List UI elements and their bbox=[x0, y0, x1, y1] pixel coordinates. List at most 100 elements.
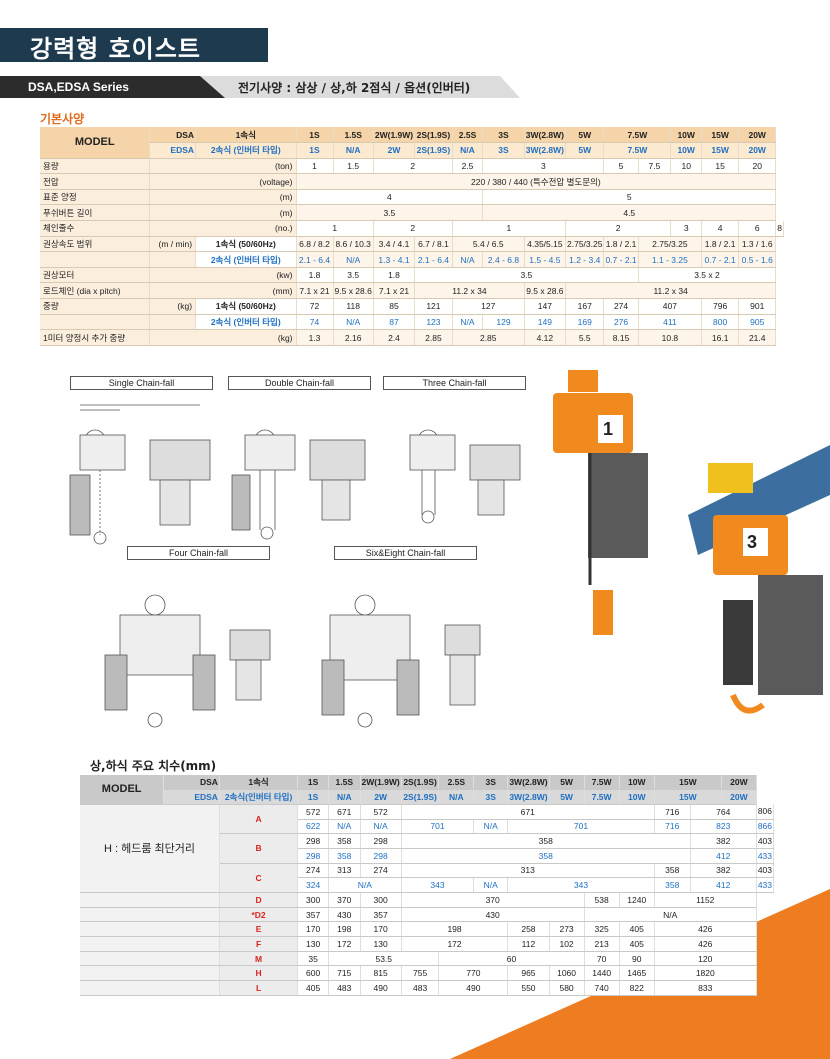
cell: N/A bbox=[328, 819, 361, 835]
cell: 10 bbox=[670, 158, 703, 175]
dsa-label: DSA bbox=[149, 127, 197, 144]
cell: 1.8 / 2.1 bbox=[603, 236, 639, 253]
cell: 298 bbox=[297, 833, 330, 849]
cell: 671 bbox=[401, 804, 655, 820]
row-unit: (kw) bbox=[149, 267, 297, 284]
dim-row-label: *D2 bbox=[219, 907, 299, 923]
row-unit: (m) bbox=[149, 189, 297, 206]
technical-drawings bbox=[69, 404, 521, 728]
cell: 16.1 bbox=[701, 329, 740, 346]
cell: 716 bbox=[654, 804, 691, 820]
cell: 9.5 x 28.6 bbox=[333, 282, 374, 300]
dim-row-label: F bbox=[219, 936, 299, 952]
cell: 1440 bbox=[584, 965, 620, 982]
cell: 2.16 bbox=[333, 329, 374, 346]
dim-model-cell: 3W(2.8W) bbox=[507, 789, 550, 805]
cell: 403 bbox=[756, 863, 775, 879]
cell: 412 bbox=[690, 877, 757, 893]
cell: 2.4 bbox=[373, 329, 416, 346]
cell: 4 bbox=[296, 189, 484, 206]
cell: N/A bbox=[360, 819, 402, 835]
dim-row-b2: 298 358 298 358 412 433 bbox=[80, 848, 775, 864]
cell: 130 bbox=[360, 936, 402, 952]
cell: 358 bbox=[401, 833, 691, 849]
cell: 276 bbox=[603, 314, 639, 331]
cell: 2.1 - 6.4 bbox=[414, 251, 453, 268]
cell: 3.4 / 4.1 bbox=[373, 236, 416, 253]
dimension-table: MODEL DSA 1속식 1S 1.5S 2W(1.9W) 2S(1.9S) … bbox=[80, 775, 775, 996]
cell: 35 bbox=[297, 951, 330, 967]
cell: 405 bbox=[619, 936, 655, 952]
cell: 324 bbox=[297, 877, 330, 893]
cell: 1.3 bbox=[296, 329, 334, 346]
dim-row-label: A bbox=[219, 804, 299, 835]
diagram-label-single: Single Chain-fall bbox=[70, 376, 213, 390]
diagram-label-three: Three Chain-fall bbox=[383, 376, 526, 390]
cell: 343 bbox=[507, 877, 655, 893]
dim-header-row-dsa: MODEL DSA 1속식 1S 1.5S 2W(1.9W) 2S(1.9S) … bbox=[80, 775, 774, 805]
dim-row-m: M 35 53.5 60 70 90 120 bbox=[80, 951, 774, 967]
cell: 8.15 bbox=[603, 329, 639, 346]
cell: 1.1 - 3.25 bbox=[638, 251, 703, 268]
spec-row-chain: 로드체인 (dia x pitch) (mm) 7.1 x 21 9.5 x 2… bbox=[40, 282, 784, 300]
cell: 965 bbox=[507, 965, 550, 982]
cell: 123 bbox=[414, 314, 453, 331]
drawing-three bbox=[409, 429, 521, 524]
cell: 172 bbox=[328, 936, 361, 952]
cell: 112 bbox=[507, 936, 550, 952]
cell: 866 bbox=[756, 819, 775, 835]
cell: N/A bbox=[584, 907, 757, 923]
spec-row-voltage: 전압 (voltage) 220 / 380 / 440 (특수전압 별도문의) bbox=[40, 173, 784, 190]
cell: 357 bbox=[360, 907, 402, 923]
model-cell: 1S bbox=[296, 127, 334, 144]
series-name: DSA,EDSA Series bbox=[28, 80, 129, 94]
cell: 1152 bbox=[654, 892, 757, 908]
dim-row-label: L bbox=[219, 980, 299, 996]
cell: 358 bbox=[401, 848, 691, 864]
section-title-dimensions: 상,하식 주요 치수(mm) bbox=[90, 759, 217, 773]
cell: 1.8 bbox=[373, 267, 416, 284]
cell: 822 bbox=[619, 980, 655, 996]
cell: 6.7 / 8.1 bbox=[414, 236, 453, 253]
cell: 1.5 bbox=[333, 158, 374, 175]
dim-row-a1: H : 헤드룸 최단거리 A 572 671 572 671 716 764 8… bbox=[80, 804, 775, 894]
cell: 370 bbox=[328, 892, 361, 908]
dim-model-cell: 1.5S bbox=[328, 775, 361, 791]
dim-speed1-label: 1속식 bbox=[219, 775, 299, 791]
cell: 3 bbox=[482, 158, 605, 175]
cell: N/A bbox=[452, 314, 484, 331]
row-unit-blank bbox=[149, 251, 197, 268]
series-dark-band bbox=[0, 76, 230, 98]
cell: 671 bbox=[328, 804, 361, 820]
cell: 405 bbox=[297, 980, 330, 996]
dim-model-cell: 2.5S bbox=[438, 775, 475, 791]
cell: N/A bbox=[333, 251, 374, 268]
dim-model-cell: 1S bbox=[297, 775, 330, 791]
cell: 1.8 / 2.1 bbox=[701, 236, 740, 253]
cell: 483 bbox=[328, 980, 361, 996]
cell: 172 bbox=[401, 936, 509, 952]
weight-sub-label: 2속식 (인버터 타입) bbox=[195, 314, 297, 331]
row-label: 권상속도 범위 bbox=[40, 236, 151, 253]
series-light-band bbox=[200, 76, 520, 98]
cell: N/A bbox=[452, 251, 484, 268]
model-cell: 5W bbox=[565, 142, 605, 159]
dim-model-cell: 3W(2.8W) bbox=[507, 775, 550, 791]
dim-model-cell: 15W bbox=[654, 789, 723, 805]
spec-row-motor: 권상모터 (kw) 1.8 3.5 1.8 3.5 3.5 x 2 bbox=[40, 267, 784, 284]
row-label: 1미터 양정시 추가 중량 bbox=[40, 329, 151, 346]
cell: 298 bbox=[360, 833, 402, 849]
cell: 901 bbox=[738, 298, 777, 315]
page-title: 강력형 호이스트 bbox=[30, 35, 201, 63]
cell: 9.5 x 28.6 bbox=[524, 282, 567, 300]
dim-model-cell: 20W bbox=[721, 775, 757, 791]
dim-speed2-label: 2속식(인버터 타입) bbox=[219, 789, 299, 805]
cell: 21.4 bbox=[738, 329, 777, 346]
cell: 70 bbox=[584, 951, 620, 967]
cell: 130 bbox=[297, 936, 330, 952]
cell: 11.2 x 34 bbox=[414, 282, 525, 300]
dim-model-cell: 20W bbox=[721, 789, 757, 805]
dim-model-label: MODEL bbox=[80, 775, 165, 805]
cell: 407 bbox=[638, 298, 703, 315]
cell: 3.5 bbox=[296, 204, 484, 222]
